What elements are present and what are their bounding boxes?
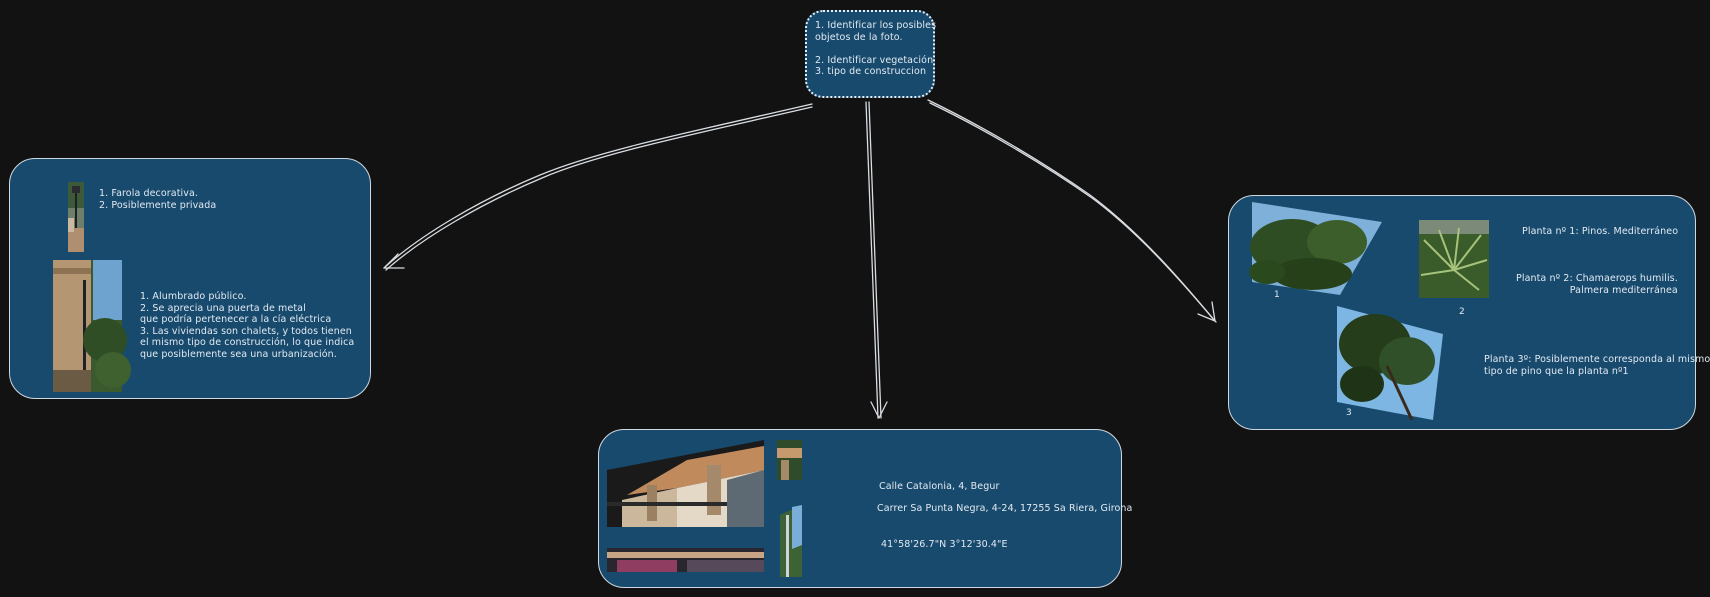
center-address-1: Calle Catalonia, 4, Begur bbox=[879, 481, 1000, 492]
right-label-3: 3 bbox=[1346, 408, 1352, 418]
right-plant-2: Planta nº 2: Chamaerops humilis. Palmera… bbox=[1516, 273, 1678, 296]
right-label-1: 1 bbox=[1274, 290, 1280, 300]
right-plant-1: Planta nº 1: Pinos. Mediterráneo bbox=[1522, 226, 1679, 237]
arrow-to-left-box bbox=[383, 103, 813, 269]
street-photo bbox=[53, 260, 131, 392]
arrow-to-right-box bbox=[927, 99, 1215, 321]
top-task-text: 1. Identificar los posibles objetos de l… bbox=[815, 20, 937, 77]
right-label-2: 2 bbox=[1459, 307, 1465, 317]
right-plant-3: Planta 3º: Posiblemente corresponda al m… bbox=[1484, 354, 1710, 377]
pines-photo bbox=[1249, 202, 1382, 295]
left-note-1: 1. Farola decorativa. 2. Posiblemente pr… bbox=[99, 188, 217, 211]
left-note-2: 1. Alumbrado público. 2. Se aprecia una … bbox=[140, 291, 355, 360]
houses-strip-photo bbox=[607, 548, 764, 572]
center-address-2: Carrer Sa Punta Negra, 4-24, 17255 Sa Ri… bbox=[877, 503, 1133, 514]
center-coordinates: 41°58'26.7"N 3°12'30.4"E bbox=[881, 539, 1008, 550]
roof-detail-photo bbox=[777, 440, 802, 480]
arrow-to-center-box bbox=[865, 101, 879, 419]
streetlamp-photo bbox=[68, 182, 84, 252]
lamp-pole-photo bbox=[780, 505, 802, 577]
top-task-box bbox=[805, 10, 935, 98]
palm-photo bbox=[1419, 220, 1489, 298]
pine-tree-photo bbox=[1337, 306, 1443, 421]
houses-photo bbox=[607, 440, 764, 527]
